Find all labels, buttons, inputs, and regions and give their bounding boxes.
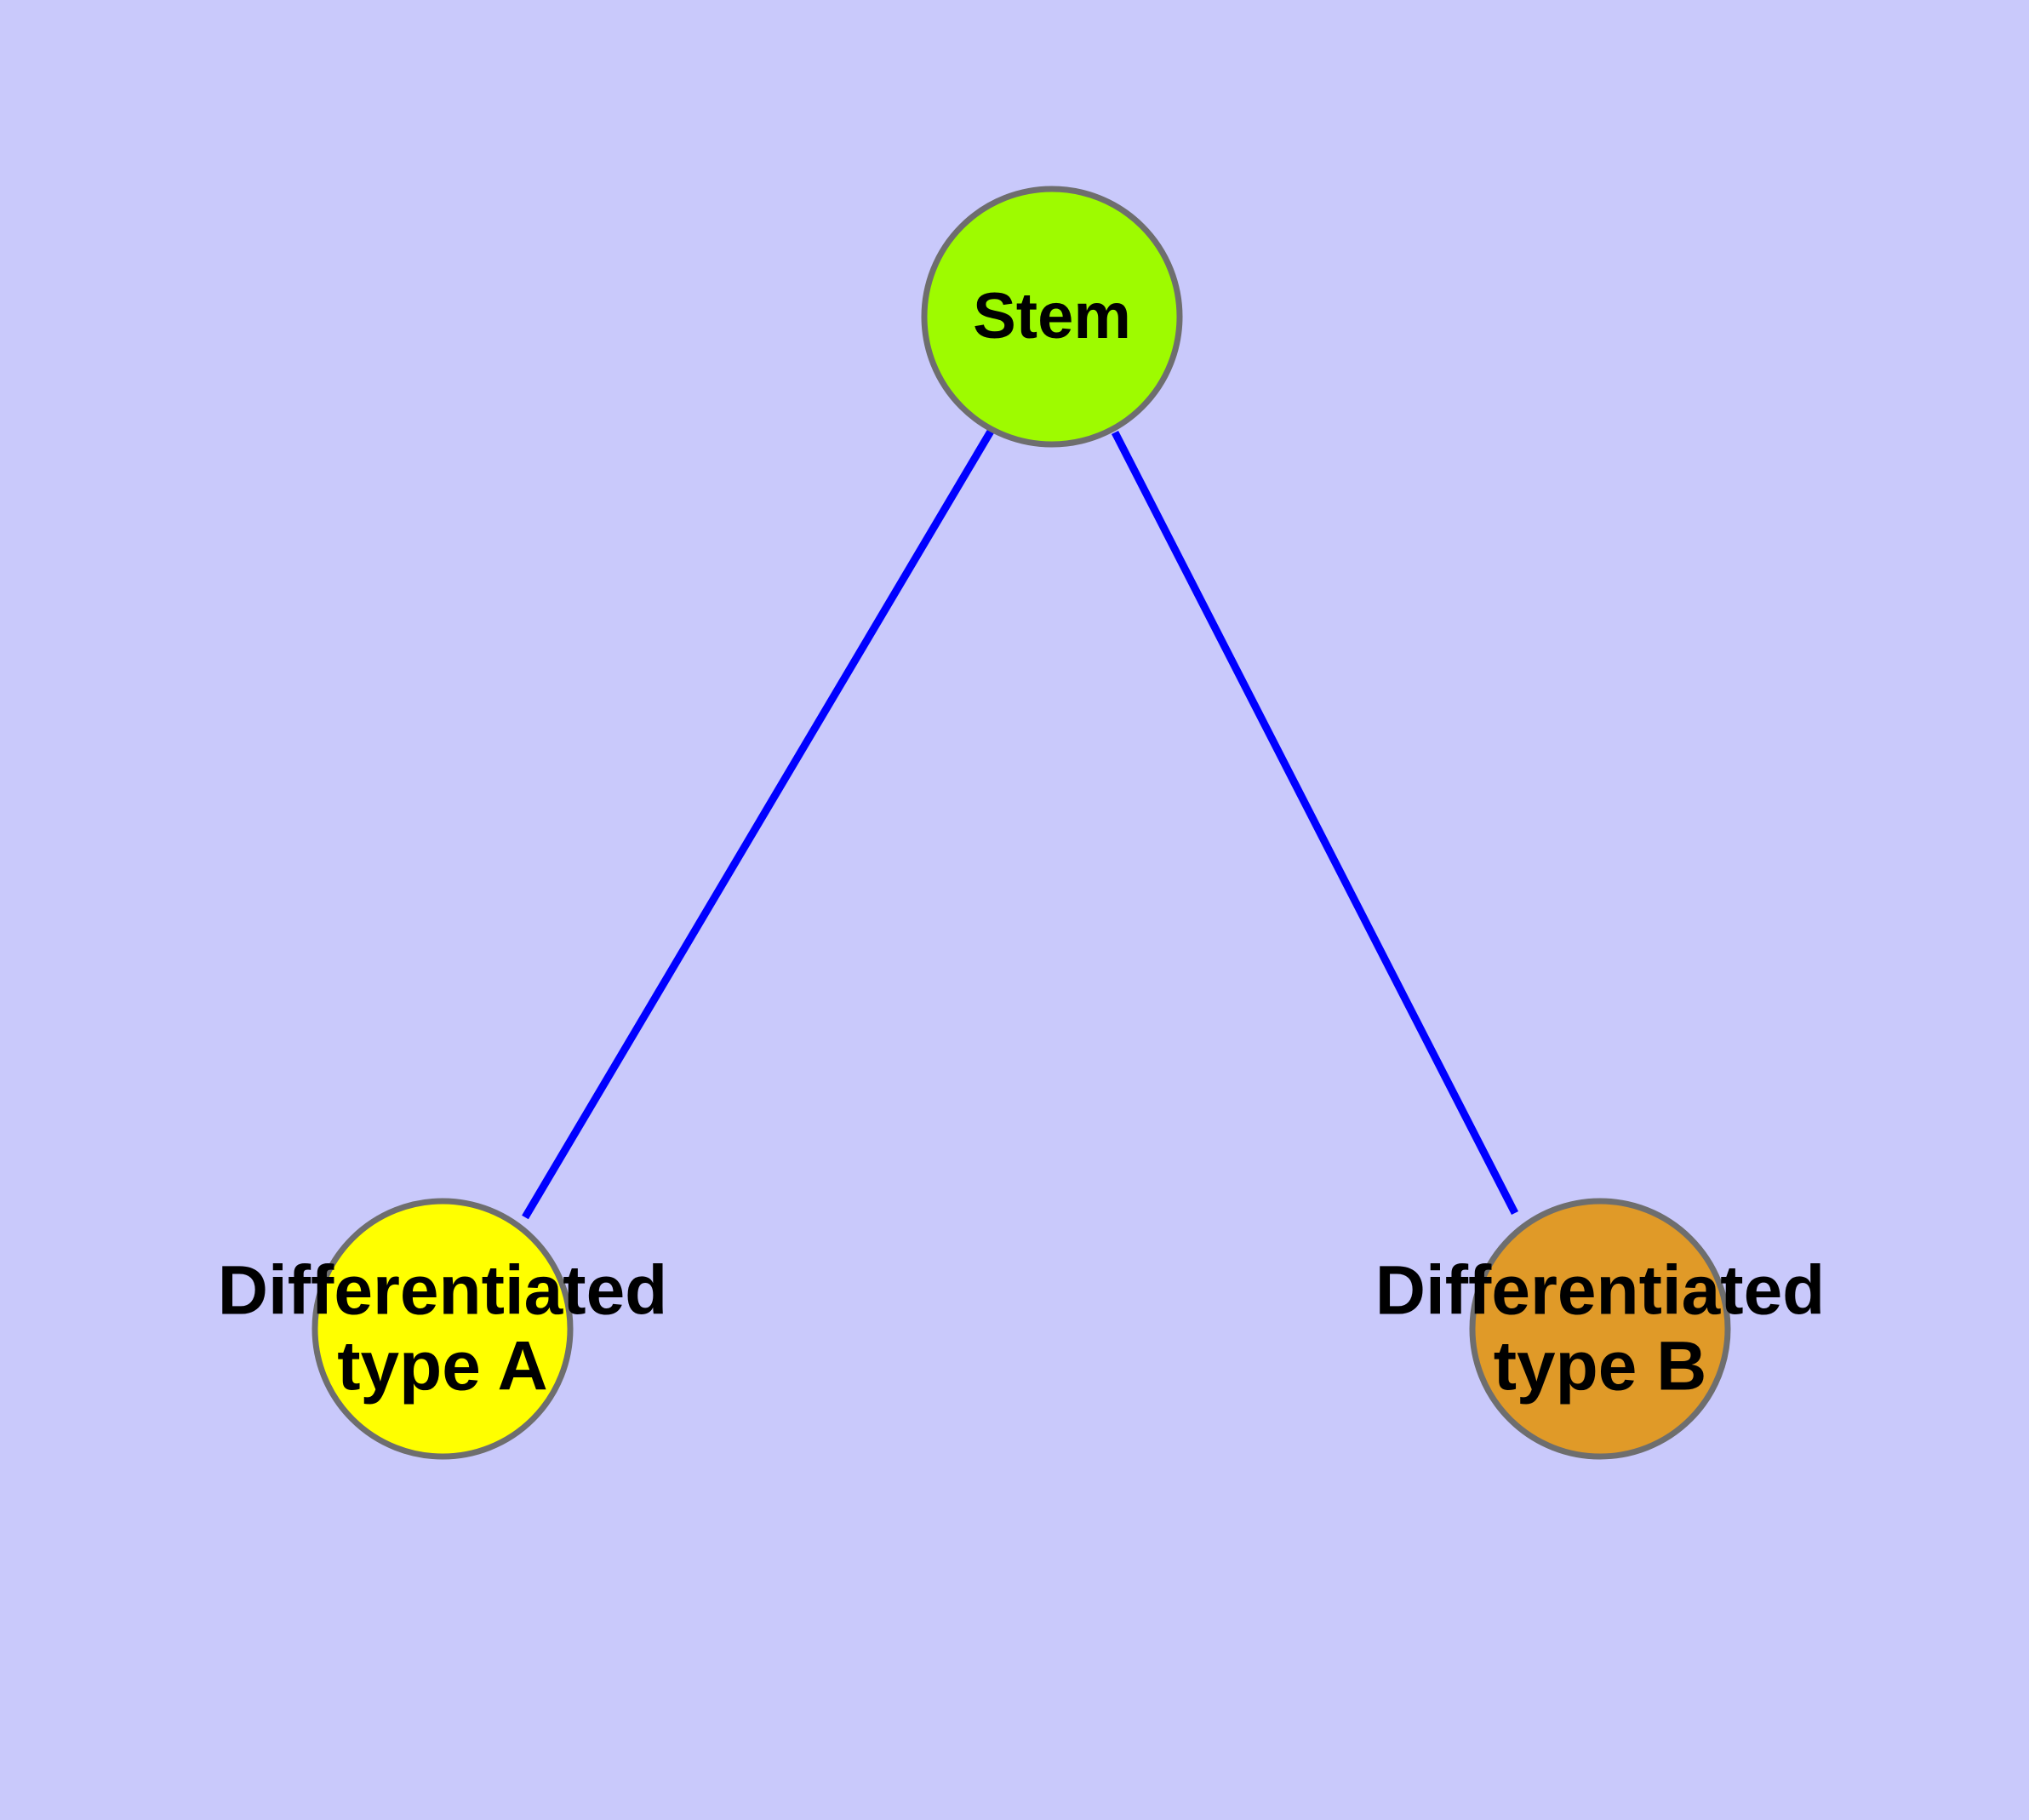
edge-layer [522, 427, 1519, 1220]
node-circle-differentiated-type-b[interactable] [1469, 1198, 1731, 1460]
edge-stem-to-differentiated-type-a [522, 427, 995, 1220]
node-layer [311, 186, 1731, 1460]
node-circle-stem[interactable] [921, 186, 1183, 448]
edge-stem-to-differentiated-type-b [1111, 430, 1519, 1216]
node-circle-differentiated-type-a[interactable] [311, 1198, 574, 1460]
